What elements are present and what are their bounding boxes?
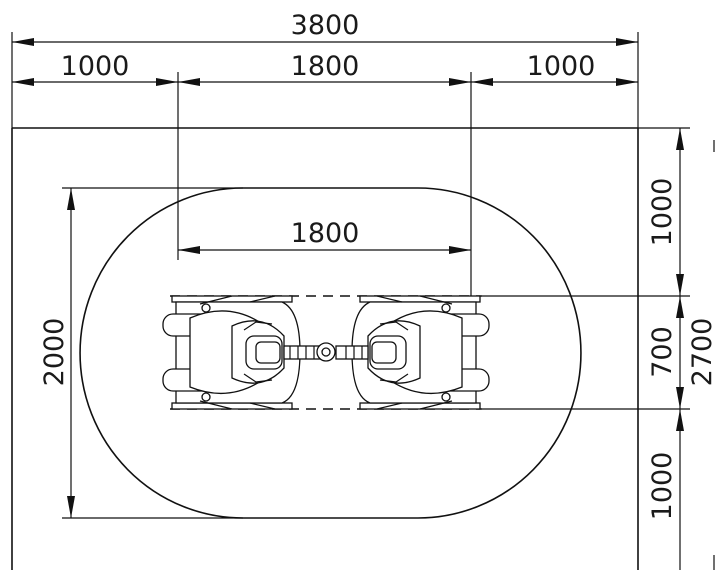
dim-left-margin-label: 1000 — [61, 51, 130, 82]
dim-top-clearance-label: 1000 — [647, 178, 678, 247]
right-machine — [335, 295, 490, 410]
dim-right-margin-label: 1000 — [527, 51, 596, 82]
working-zone-outline — [79, 187, 582, 519]
floor-boundary — [11, 127, 639, 570]
dim-zone-height-label: 2000 — [39, 318, 70, 387]
dim-overall-height-label: 2700 — [687, 318, 716, 387]
dim-bottom-clearance-label: 1000 — [647, 452, 678, 521]
dim-overall-width: 3800 — [11, 10, 639, 128]
dim-center-span-top-label: 1800 — [291, 51, 360, 82]
dim-track-width-label: 700 — [647, 326, 678, 378]
dim-overall-width-label: 3800 — [291, 10, 360, 41]
center-coupling — [316, 342, 336, 362]
dim-inner-span-label: 1800 — [291, 218, 360, 249]
dim-inner-span: 1800 — [178, 218, 471, 254]
dim-zone-height: 2000 — [39, 187, 243, 519]
dim-row-top: 1000 1800 1000 — [12, 51, 638, 296]
dim-right-vertical: 1000 700 1000 2700 — [482, 127, 716, 570]
left-machine — [162, 295, 321, 410]
